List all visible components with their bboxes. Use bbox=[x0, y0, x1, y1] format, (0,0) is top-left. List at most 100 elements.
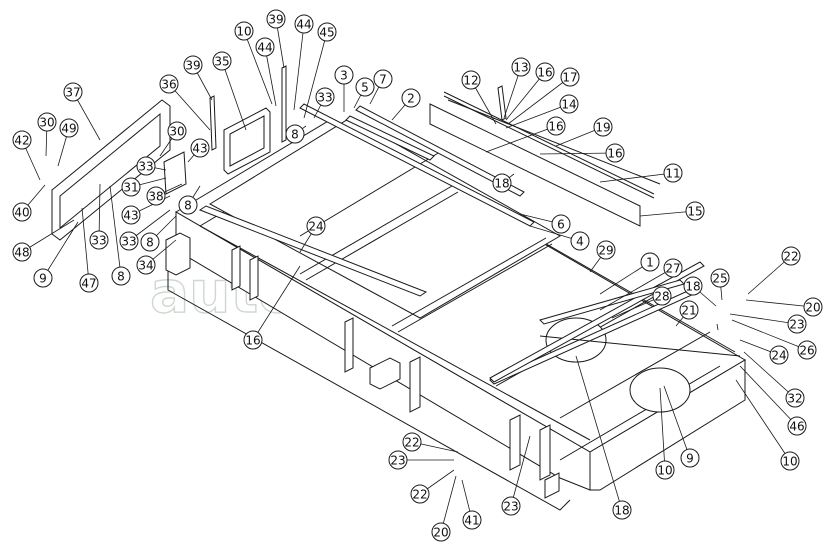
callout-16: 16 bbox=[605, 143, 625, 163]
callout-circle bbox=[294, 14, 314, 34]
callout-number: 40 bbox=[14, 206, 29, 220]
callout-33: 33 bbox=[119, 231, 139, 251]
callout-number: 17 bbox=[562, 71, 577, 85]
callout-circle bbox=[373, 69, 393, 89]
callout-circle bbox=[167, 121, 187, 141]
callout-38: 38 bbox=[146, 186, 166, 206]
callout-20: 20 bbox=[431, 522, 451, 542]
callout-41: 41 bbox=[462, 510, 482, 530]
callout-1: 1 bbox=[640, 252, 660, 272]
callout-22: 22 bbox=[402, 432, 422, 452]
callout-number: 42 bbox=[14, 134, 29, 148]
callout-7: 7 bbox=[373, 69, 393, 89]
callout-32: 32 bbox=[785, 388, 805, 408]
callout-45: 45 bbox=[317, 22, 337, 42]
callout-35: 35 bbox=[212, 51, 232, 71]
callout-circle bbox=[640, 252, 660, 272]
callout-23: 23 bbox=[501, 496, 521, 516]
callout-circle bbox=[785, 388, 805, 408]
callout-circle bbox=[402, 432, 422, 452]
callout-number: 18 bbox=[685, 280, 700, 294]
plate-31 bbox=[163, 151, 187, 195]
callout-33: 33 bbox=[89, 230, 109, 250]
callout-17: 17 bbox=[560, 67, 580, 87]
callout-number: 24 bbox=[771, 349, 786, 363]
callout-circle bbox=[12, 202, 32, 222]
callout-circle bbox=[37, 112, 57, 132]
callout-circle bbox=[612, 500, 632, 520]
callout-number: 7 bbox=[379, 73, 387, 87]
callout-29: 29 bbox=[596, 240, 616, 260]
callout-number: 8 bbox=[291, 128, 299, 142]
callout-48: 48 bbox=[12, 242, 32, 262]
callout-36: 36 bbox=[159, 74, 179, 94]
panel-35 bbox=[223, 107, 271, 175]
callout-42: 42 bbox=[12, 130, 32, 150]
callout-circle bbox=[212, 51, 232, 71]
callout-circle bbox=[190, 138, 210, 158]
callout-number: 28 bbox=[654, 290, 669, 304]
callout-number: 20 bbox=[433, 526, 448, 540]
callout-9: 9 bbox=[33, 268, 53, 288]
callout-circle bbox=[89, 230, 109, 250]
callout-circle bbox=[652, 286, 672, 306]
callout-number: 8 bbox=[117, 270, 125, 284]
callout-43: 43 bbox=[121, 205, 141, 225]
callout-11: 11 bbox=[663, 163, 683, 183]
callout-circle bbox=[12, 242, 32, 262]
callout-number: 48 bbox=[14, 246, 29, 260]
callout-number: 34 bbox=[138, 259, 153, 273]
callout-26: 26 bbox=[797, 340, 817, 360]
callout-number: 36 bbox=[161, 78, 176, 92]
callout-circle bbox=[388, 450, 408, 470]
chassis-right-wall bbox=[589, 359, 746, 491]
strip-2 bbox=[345, 115, 435, 161]
callout-number: 1 bbox=[646, 256, 654, 270]
callout-circle bbox=[780, 451, 800, 471]
callout-number: 33 bbox=[317, 91, 332, 105]
callout-circle bbox=[710, 268, 730, 288]
callout-circle bbox=[183, 55, 203, 75]
floor-panel bbox=[209, 117, 562, 319]
callout-22: 22 bbox=[410, 484, 430, 504]
callout-circle bbox=[334, 65, 354, 85]
callout-3: 3 bbox=[334, 65, 354, 85]
callout-circle bbox=[159, 74, 179, 94]
callout-circle bbox=[119, 231, 139, 251]
callout-circle bbox=[306, 216, 326, 236]
callout-22: 22 bbox=[781, 246, 801, 266]
callout-39: 39 bbox=[266, 9, 286, 29]
callout-number: 44 bbox=[257, 41, 272, 55]
callout-25: 25 bbox=[710, 268, 730, 288]
callout-circle bbox=[234, 21, 254, 41]
callout-circle bbox=[285, 124, 305, 144]
callout-24: 24 bbox=[769, 345, 789, 365]
callout-number: 38 bbox=[148, 190, 163, 204]
callout-number: 33 bbox=[121, 235, 136, 249]
callout-33: 33 bbox=[136, 156, 156, 176]
callout-circle bbox=[33, 268, 53, 288]
callout-4: 4 bbox=[570, 231, 590, 251]
callout-number: 29 bbox=[598, 244, 613, 258]
callout-circle bbox=[570, 231, 590, 251]
callout-circle bbox=[680, 448, 700, 468]
callout-circle bbox=[410, 484, 430, 504]
callout-number: 27 bbox=[665, 262, 680, 276]
callout-number: 22 bbox=[783, 250, 798, 264]
callout-43: 43 bbox=[190, 138, 210, 158]
callout-circle bbox=[79, 273, 99, 293]
callout-circle bbox=[511, 57, 531, 77]
callout-18: 18 bbox=[492, 173, 512, 193]
callout-12: 12 bbox=[461, 70, 481, 90]
callout-number: 16 bbox=[548, 120, 563, 134]
callout-circle bbox=[431, 522, 451, 542]
callout-8: 8 bbox=[178, 195, 198, 215]
callout-46: 46 bbox=[787, 416, 807, 436]
callout-2: 2 bbox=[401, 88, 421, 108]
callout-number: 30 bbox=[39, 116, 54, 130]
callout-circle bbox=[136, 255, 156, 275]
callout-circle bbox=[683, 276, 703, 296]
callout-number: 44 bbox=[296, 18, 311, 32]
callout-20: 20 bbox=[803, 297, 823, 317]
